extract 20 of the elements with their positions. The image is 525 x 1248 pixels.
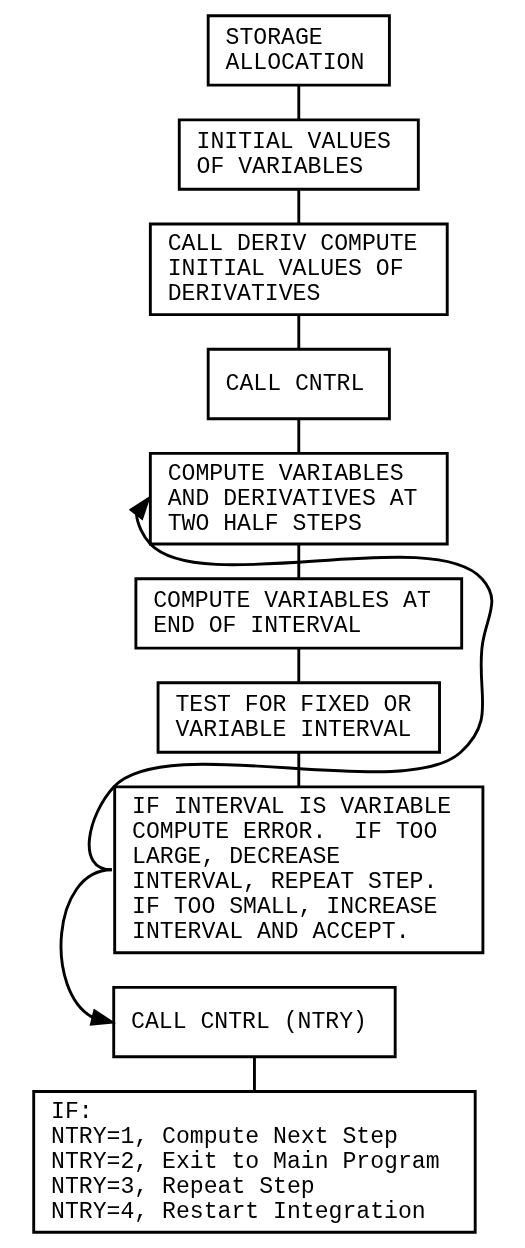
connector <box>296 189 300 224</box>
connector <box>296 752 300 787</box>
node-box: CALL CNTRL <box>206 347 391 421</box>
connector <box>296 315 300 350</box>
node-box: TEST FOR FIXED OR VARIABLE INTERVAL <box>156 681 441 754</box>
connector <box>296 544 300 579</box>
node-box: IF: NTRY=1, Compute Next Step NTRY=2, Exit to Main Program NTRY=3, Repeat Step NTRY=4, Restart Integration <box>31 1090 477 1234</box>
arrow <box>87 495 493 872</box>
node-box: STORAGE ALLOCATION <box>206 14 391 87</box>
node-box: IF INTERVAL IS VARIABLE COMPUTE ERROR. IF TOO LARGE, DECREASE INTERVAL, REPEAT STEP. IF TOO SMALL, INCREASE INTERVAL AND ACCEPT. <box>112 785 484 955</box>
connector <box>252 1056 256 1092</box>
node-box: INITIAL VALUES OF VARIABLES <box>177 118 420 191</box>
connector <box>296 648 300 683</box>
connector <box>296 419 300 454</box>
arrow <box>59 868 116 1026</box>
node-box: COMPUTE VARIABLES AND DERIVATIVES AT TWO HALF STEPS <box>148 451 449 546</box>
node-box: COMPUTE VARIABLES AT END OF INTERVAL <box>133 577 463 650</box>
node-box: CALL CNTRL (NTRY) <box>111 985 397 1059</box>
connector <box>296 85 300 120</box>
node-box: CALL DERIV COMPUTE INITIAL VALUES OF DERIVATIVES <box>148 222 449 317</box>
